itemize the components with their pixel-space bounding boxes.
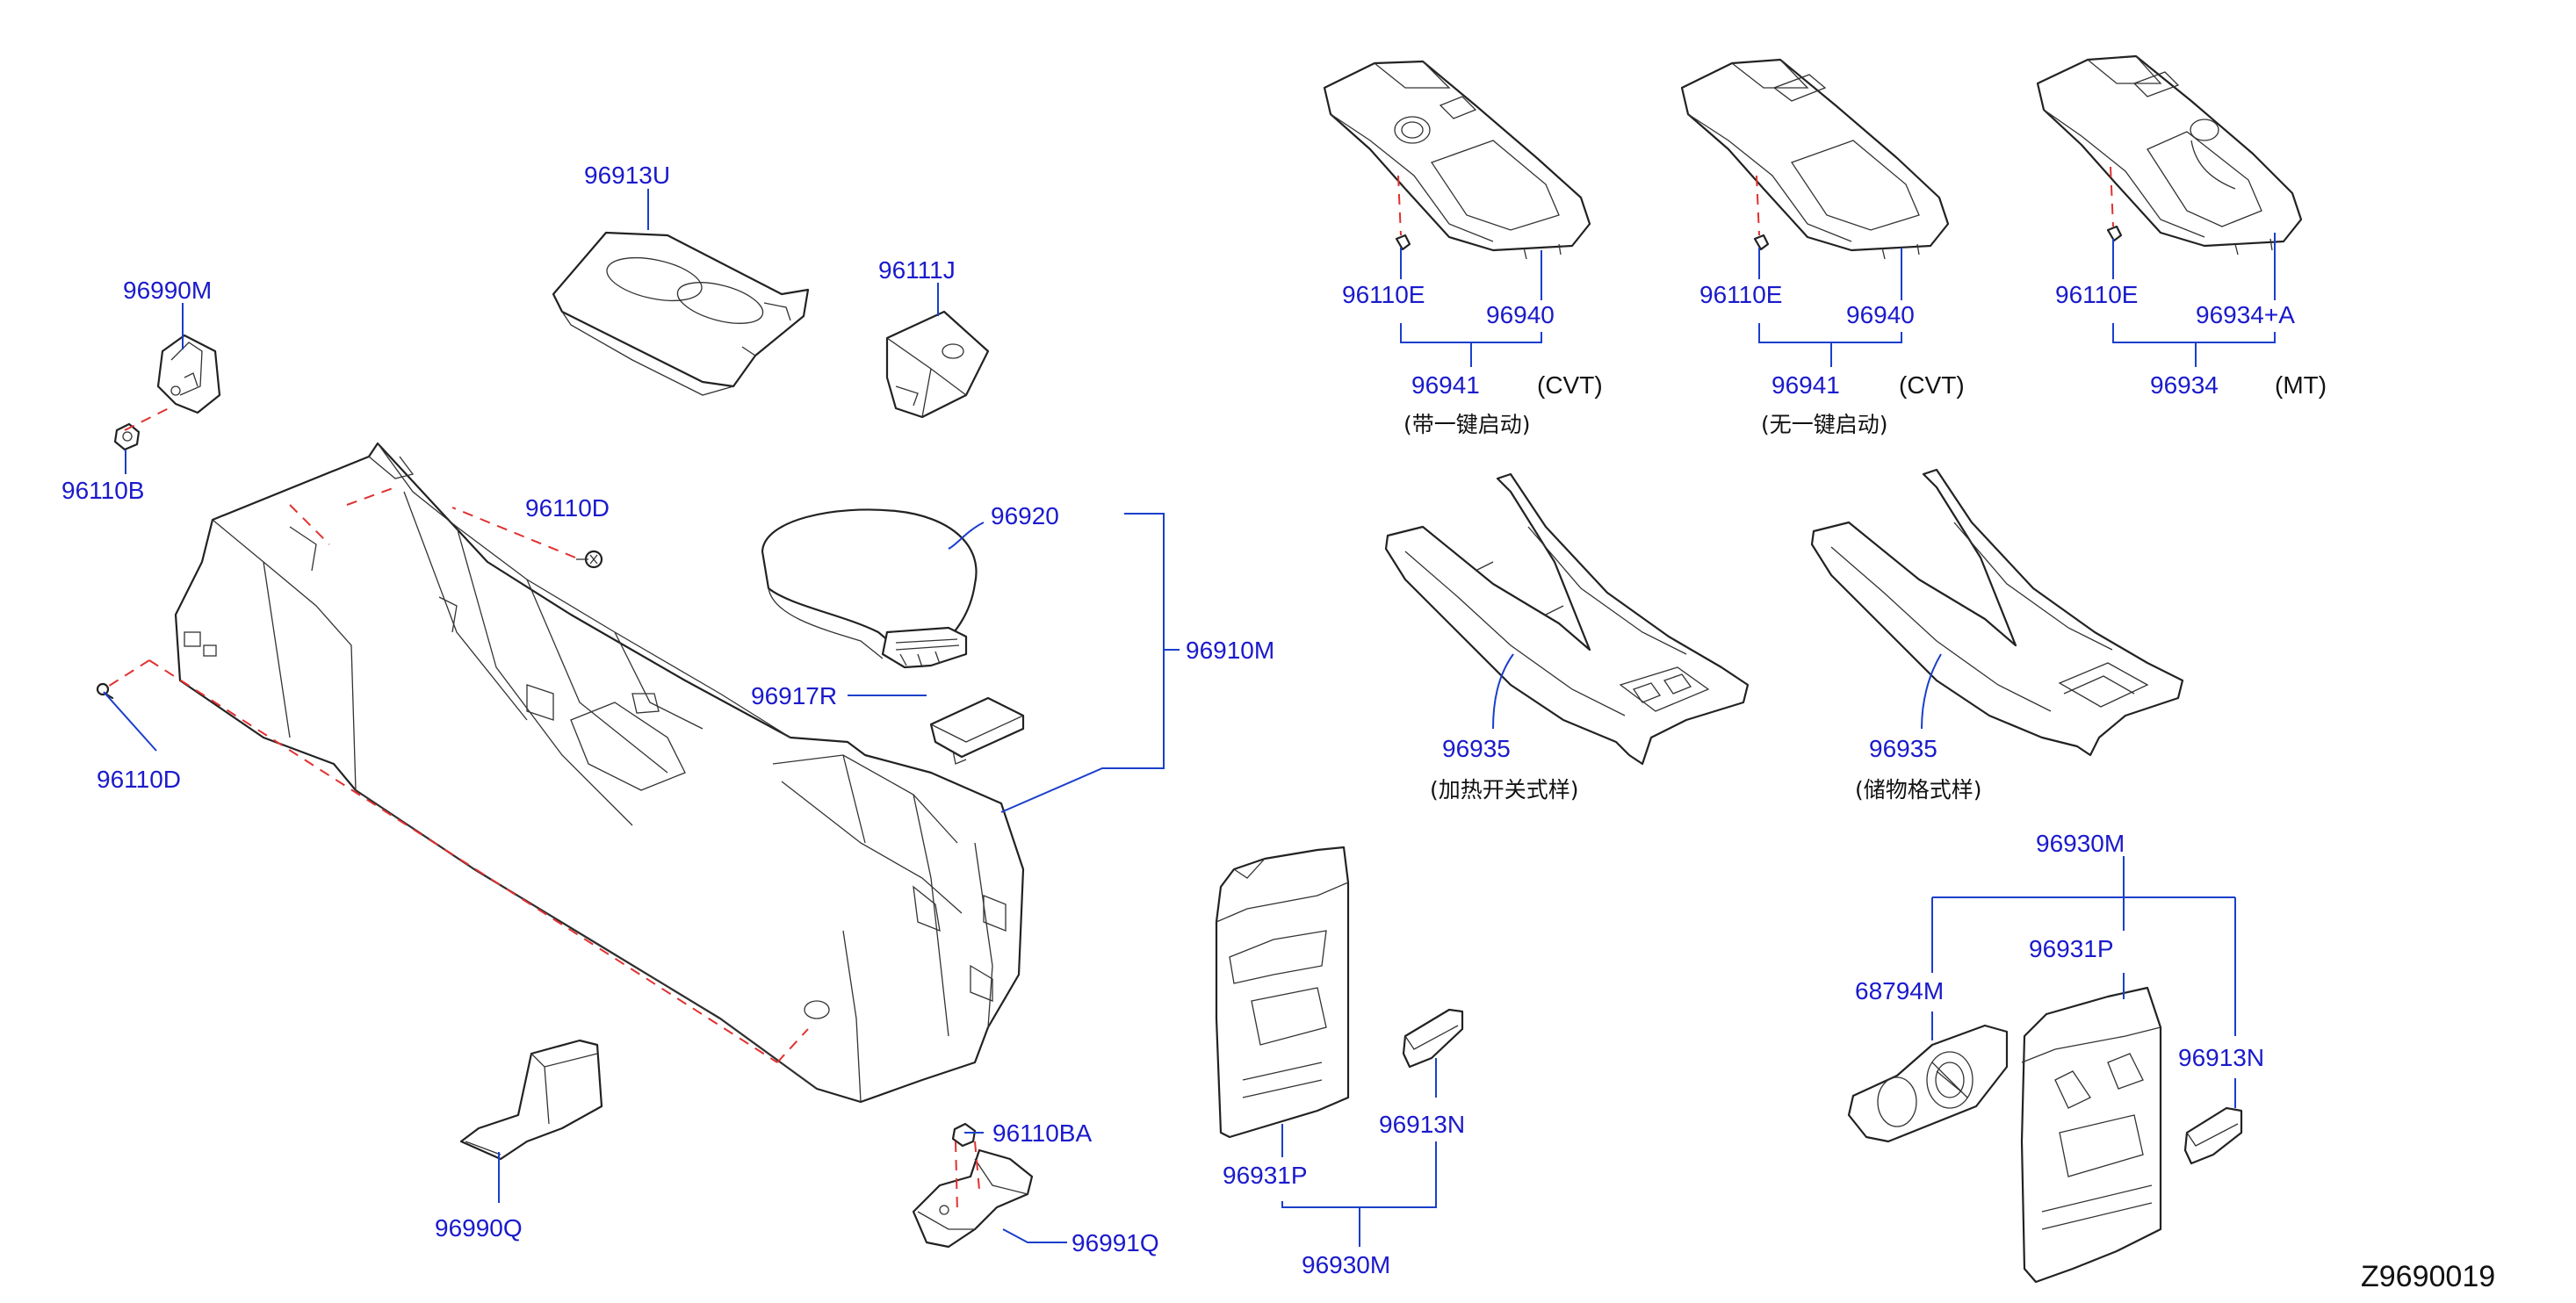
note-with-push-start: (带一键启动)	[1403, 412, 1531, 437]
label-96110BA: 96110BA	[992, 1119, 1092, 1147]
label-96940-a: 96940	[1486, 301, 1555, 328]
label-96941-a: 96941	[1411, 371, 1480, 399]
bracket-96990M	[156, 334, 221, 414]
console-body-96910M	[174, 442, 1025, 1104]
label-96930M-left: 96930M	[1302, 1251, 1390, 1278]
shift-panel-96940-push-start	[1323, 60, 1591, 260]
nut-96110B	[113, 422, 141, 451]
label-96931P-right: 96931P	[2029, 935, 2114, 962]
label-96917R: 96917R	[751, 682, 837, 709]
label-96913N-right: 96913N	[2178, 1044, 2264, 1071]
diagram-code: Z9690019	[2361, 1260, 2495, 1293]
note-cvt-a: (CVT)	[1537, 371, 1603, 399]
label-96913N-left: 96913N	[1379, 1111, 1465, 1138]
finisher-96935-heated-switch	[1384, 472, 1750, 766]
vent-68794M	[1847, 1024, 2009, 1143]
label-96110B: 96110B	[61, 477, 144, 504]
bracket-96111J	[885, 310, 990, 419]
label-96940-b: 96940	[1846, 301, 1915, 328]
label-96110D-top: 96110D	[525, 494, 610, 522]
label-96110E-c: 96110E	[2055, 281, 2138, 308]
label-96913U: 96913U	[584, 162, 670, 189]
variant-notes: (CVT) (CVT) (MT) (带一键启动) (无一键启动) (加热开关式样…	[1403, 371, 2327, 803]
cup-holder-96913U	[552, 231, 810, 396]
latch-96917R	[929, 696, 1025, 765]
label-96920: 96920	[991, 502, 1059, 529]
clip-96110E-b	[1753, 234, 1770, 251]
finisher-96935-storage	[1810, 468, 2184, 757]
label-96934: 96934	[2150, 371, 2219, 399]
label-96934A: 96934+A	[2196, 301, 2295, 328]
label-96110E-a: 96110E	[1342, 281, 1425, 308]
cover-96913N-left	[1402, 1008, 1464, 1069]
clip-96110E-c	[2106, 225, 2123, 242]
label-96990M: 96990M	[123, 277, 212, 304]
rear-panel-96931P-left	[1215, 846, 1350, 1139]
label-96910M: 96910M	[1186, 637, 1274, 664]
note-storage-type: (储物格式样)	[1855, 777, 1982, 803]
label-96110E-b: 96110E	[1699, 281, 1782, 308]
label-96991Q: 96991Q	[1072, 1229, 1159, 1256]
screw-96110D-top	[576, 550, 603, 569]
dashed-relations	[103, 166, 2114, 1213]
armrest-96920	[761, 508, 978, 669]
bracket-96991Q	[912, 1148, 1034, 1249]
label-96941-b: 96941	[1771, 371, 1840, 399]
note-cvt-b: (CVT)	[1899, 371, 1965, 399]
leader-lines	[103, 189, 2276, 1247]
shift-panel-96934-mt	[2036, 54, 2303, 256]
cover-96913N-right	[2183, 1106, 2243, 1165]
label-96931P-left: 96931P	[1223, 1162, 1308, 1189]
note-heated-switch-type: (加热开关式样)	[1430, 777, 1579, 803]
clip-96110E-a	[1395, 234, 1411, 251]
label-68794M: 68794M	[1855, 977, 1944, 1004]
label-96110D-left: 96110D	[97, 766, 181, 793]
label-96935-b: 96935	[1869, 735, 1937, 762]
note-mt: (MT)	[2275, 371, 2327, 399]
rear-panel-96931P-right	[2020, 986, 2162, 1284]
note-without-push-start: (无一键启动)	[1761, 412, 1888, 437]
bracket-96990Q	[459, 1039, 603, 1161]
label-96935-a: 96935	[1442, 735, 1511, 762]
shift-panel-96940-no-push-start	[1680, 58, 1950, 260]
label-96111J: 96111J	[878, 256, 956, 284]
label-96930M-right: 96930M	[2036, 830, 2125, 857]
nut-96110BA	[951, 1122, 977, 1148]
part-labels: 96913U 96111J 96990M 96110B 96110D 96920…	[61, 162, 2295, 1278]
label-96990Q: 96990Q	[435, 1214, 523, 1242]
